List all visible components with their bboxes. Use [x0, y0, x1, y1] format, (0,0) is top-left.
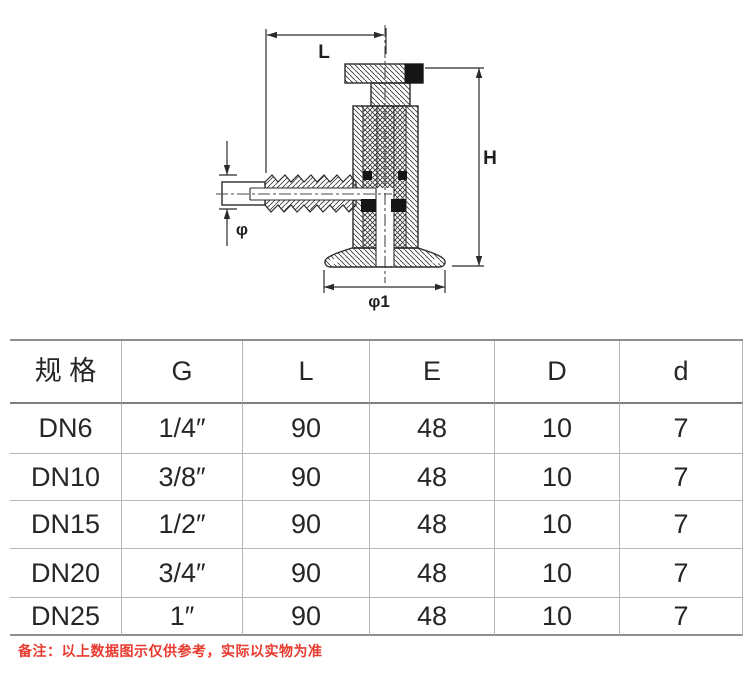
table-cell: 1/2″	[122, 501, 243, 549]
table-cell: 48	[370, 404, 495, 454]
dimension-phi1	[323, 270, 446, 293]
col-header-D: D	[495, 341, 620, 404]
spec-table: 规 格 G L E D d DN6 1/4″ 90 48 10 7 DN10 3…	[10, 339, 743, 636]
table-cell: DN20	[10, 549, 122, 598]
table-cell: 90	[243, 549, 370, 598]
bonnet-neck	[370, 82, 411, 107]
seal-upper-left	[363, 171, 372, 180]
dimension-H	[425, 67, 484, 267]
label-H: H	[483, 148, 497, 169]
table-cell: 7	[620, 598, 743, 636]
table-cell: 90	[243, 404, 370, 454]
seal-lower-right	[391, 199, 406, 212]
table-cell: 48	[370, 598, 495, 636]
table-cell: 7	[620, 404, 743, 454]
table-cell: 10	[495, 501, 620, 549]
col-header-d: d	[620, 341, 743, 404]
table-cell: DN6	[10, 404, 122, 454]
col-header-spec: 规 格	[10, 341, 122, 404]
table-cell: 90	[243, 501, 370, 549]
flange-notch-left	[330, 259, 338, 264]
table-cell: 3/8″	[122, 454, 243, 501]
label-L: L	[318, 42, 330, 63]
seal-lower-left	[361, 199, 376, 212]
table-cell: 10	[495, 454, 620, 501]
col-header-E: E	[370, 341, 495, 404]
col-header-L: L	[243, 341, 370, 404]
cap-seal-block	[404, 63, 424, 84]
centerlines	[216, 25, 392, 283]
valve-section-diagram: L H φ φ1	[216, 25, 497, 311]
table-cell: DN25	[10, 598, 122, 636]
table-cell: 1/4″	[122, 404, 243, 454]
table-cell: 10	[495, 598, 620, 636]
col-header-G: G	[122, 341, 243, 404]
table-cell: 48	[370, 549, 495, 598]
table-cell: 7	[620, 454, 743, 501]
table-cell: 3/4″	[122, 549, 243, 598]
table-cell: 48	[370, 454, 495, 501]
label-phi1: φ1	[368, 292, 390, 311]
table-cell: 10	[495, 404, 620, 454]
dimension-phi	[219, 141, 237, 246]
dimension-L	[265, 28, 387, 173]
flange-notch-right	[432, 259, 440, 264]
bore-vertical	[376, 188, 394, 266]
table-cell: 48	[370, 501, 495, 549]
valve-body	[324, 63, 446, 268]
table-cell: 90	[243, 454, 370, 501]
table-cell: DN10	[10, 454, 122, 501]
table-cell: DN15	[10, 501, 122, 549]
disclaimer-note: 备注：以上数据图示仅供参考，实际以实物为准	[18, 643, 323, 659]
table-cell: 10	[495, 549, 620, 598]
table-cell: 7	[620, 501, 743, 549]
seal-upper-right	[398, 171, 407, 180]
bore-horizontal	[250, 188, 377, 200]
bore-and-seals	[361, 171, 407, 266]
label-phi: φ	[236, 220, 248, 239]
table-cell: 7	[620, 549, 743, 598]
table-cell: 1″	[122, 598, 243, 636]
table-cell: 90	[243, 598, 370, 636]
